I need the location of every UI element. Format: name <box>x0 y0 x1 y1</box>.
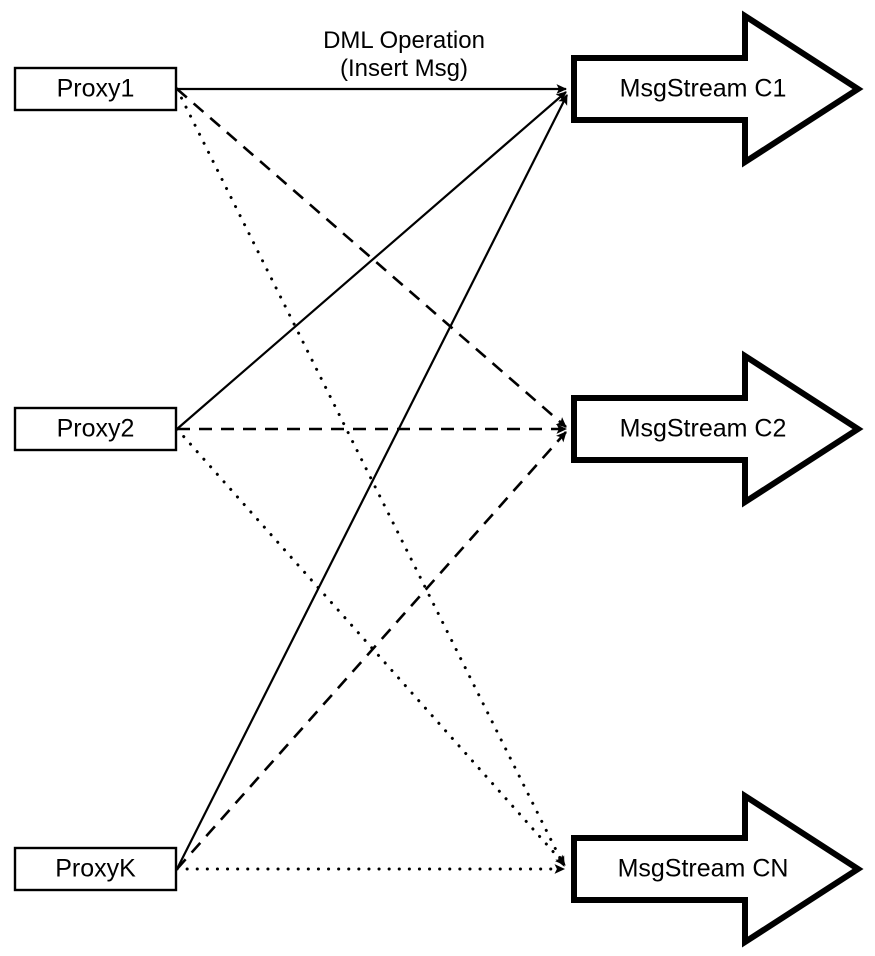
msgstream-cn-label: MsgStream CN <box>618 855 789 883</box>
msgstream-c1-label: MsgStream C1 <box>620 75 787 103</box>
msgstream-c1-arrow-shape[interactable] <box>571 10 864 168</box>
edge-proxy2-to-msgstream-cn <box>175 427 567 867</box>
msgstream-c2-arrow-shape[interactable] <box>571 350 864 508</box>
node-msgstream-c2[interactable]: MsgStream C2 <box>571 350 864 508</box>
edge-proxy1-to-msgstream-c2 <box>176 88 567 428</box>
edge-proxy1-to-msgstream-cn <box>175 87 566 868</box>
edge-group-proxy2 <box>175 91 567 867</box>
proxy1-label: Proxy1 <box>57 75 135 103</box>
edge-proxyk-to-msgstream-c2 <box>176 431 567 870</box>
node-proxy1[interactable]: Proxy1 <box>13 66 178 112</box>
caption-dml-operation: DML Operation (Insert Msg) <box>323 27 485 82</box>
edge-proxy2-to-msgstream-c1 <box>176 91 567 430</box>
edge-group-proxyk <box>175 94 568 874</box>
caption-line-2: (Insert Msg) <box>340 55 468 82</box>
proxyk-box[interactable] <box>13 846 178 892</box>
msgstream-cn-arrow-shape[interactable] <box>571 790 864 948</box>
node-proxyk[interactable]: ProxyK <box>13 846 178 892</box>
node-msgstream-cn[interactable]: MsgStream CN <box>571 790 864 948</box>
edge-proxyk-to-msgstream-c1 <box>176 94 568 870</box>
caption-line-1: DML Operation <box>323 27 485 54</box>
node-msgstream-c1[interactable]: MsgStream C1 <box>571 10 864 168</box>
node-proxy2[interactable]: Proxy2 <box>13 406 178 452</box>
msgstream-c2-label: MsgStream C2 <box>620 415 787 443</box>
proxy1-box[interactable] <box>13 66 178 112</box>
proxyk-label: ProxyK <box>55 855 136 883</box>
proxy2-label: Proxy2 <box>57 415 135 443</box>
edge-group-proxy1 <box>175 84 567 868</box>
proxy2-box[interactable] <box>13 406 178 452</box>
